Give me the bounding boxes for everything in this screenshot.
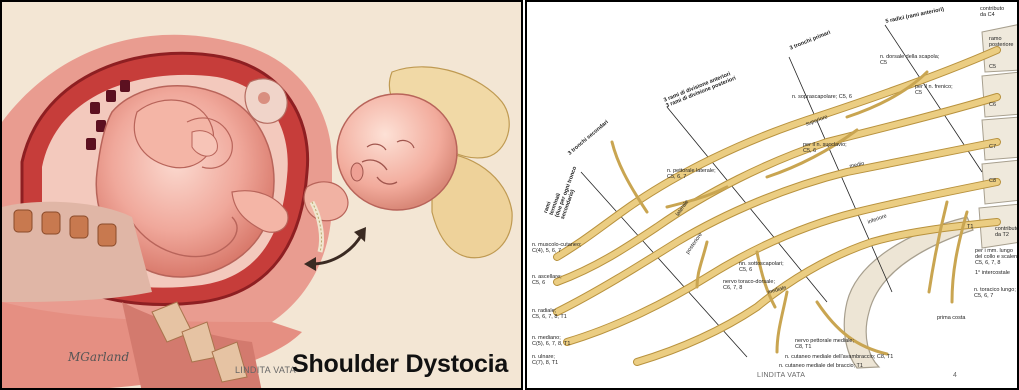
brachial-plexus-panel: 5 radici (rami anteriori) 3 tronchi prim… — [525, 0, 1019, 390]
label-soprascapolare: n. soprascapolare; C5, 6 — [792, 94, 852, 100]
label-ascellare: n. ascellare; C5, 6 — [532, 274, 562, 286]
label-intercostale: 1° intercostale — [975, 270, 1010, 276]
slide-title: Shoulder Dystocia — [292, 350, 508, 379]
label-mediano: n. mediano; C(5), 6, 7, 8, T1 — [532, 335, 570, 347]
label-pettorale-mediale: nervo pettorale mediale; C8, T1 — [795, 338, 854, 350]
label-muscolo-cutaneo: n. muscolo-cutaneo; C(4), 5, 6, 7 — [532, 242, 582, 254]
label-ramo-posteriore: ramo posteriore — [989, 36, 1013, 48]
label-contributo-t2: contributo da T2 — [995, 226, 1019, 238]
vertebra-t1: T1 — [967, 224, 973, 230]
page-number: 4 — [953, 372, 957, 379]
label-frenico: per il n. frenico; C5 — [915, 84, 953, 96]
vertebra-c6: C6 — [989, 102, 996, 108]
artist-signature: MGarland — [68, 350, 129, 364]
label-lungo-collo: per i mm. lungo del collo e scaleni; C5,… — [975, 248, 1019, 266]
label-ulnare: n. ulnare; C(7), 8, T1 — [532, 354, 558, 366]
shoulder-dystocia-illustration — [2, 2, 523, 390]
vertebra-c7: C7 — [989, 144, 996, 150]
label-sottoscapolari: nn. sottoscapolari; C5, 6 — [739, 261, 784, 273]
label-toraco-dorsale: nervo toraco-dorsale; C6, 7, 8 — [723, 279, 775, 291]
label-contributo-c4: contributo da C4 — [980, 6, 1004, 18]
shoulder-dystocia-panel: MGarland LINDITA VATA Shoulder Dystocia — [0, 0, 523, 390]
label-dorsale-scapola: n. dorsale della scapola; C5 — [880, 54, 939, 66]
label-cutaneo-avambraccio: n. cutaneo mediale dell'avambraccio; C8,… — [785, 354, 893, 360]
label-pettorale-laterale: n. pettorale laterale; C5, 6, 7 — [667, 168, 716, 180]
label-cutaneo-braccio: n. cutaneo mediale del braccio; T1 — [779, 363, 863, 369]
vertebra-c8: C8 — [989, 178, 996, 184]
right-watermark: LINDITA VATA — [757, 372, 805, 379]
vertebra-c5: C5 — [989, 64, 996, 70]
label-succlavio: per il n. succlavio; C5, 6 — [803, 142, 847, 154]
label-radiale: n. radiale; C5, 6, 7, 8, T1 — [532, 308, 567, 320]
brachial-plexus-illustration — [527, 2, 1019, 390]
label-toracico-lungo: n. toracico lungo; C5, 6, 7 — [974, 287, 1016, 299]
left-watermark: LINDITA VATA — [235, 365, 296, 375]
label-prima-costa: prima costa — [937, 315, 965, 321]
